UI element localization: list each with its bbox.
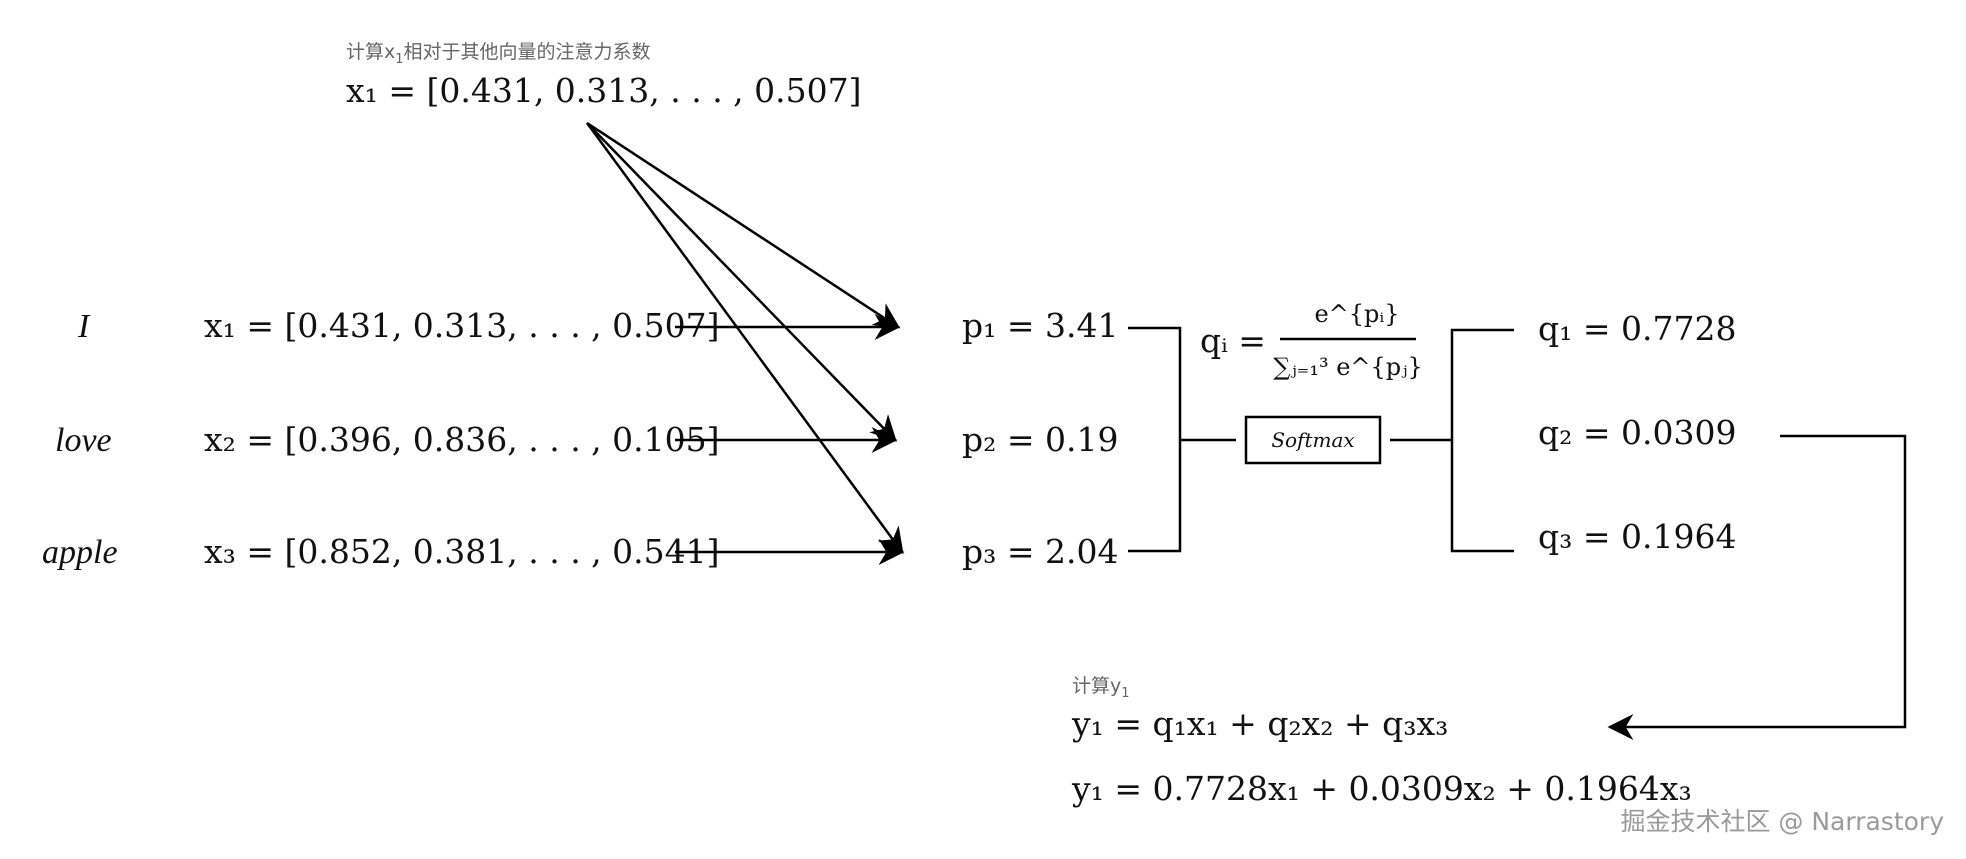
result-caption: 计算y1 xyxy=(1072,675,1130,701)
input-word-3: apple xyxy=(42,534,118,571)
top-caption: 计算x1相对于其他向量的注意力系数 xyxy=(346,41,651,67)
input-vector-1: x₁ = [0.431, 0.313, . . . , 0.507] xyxy=(204,306,720,345)
input-word-2: love xyxy=(55,422,112,459)
softmax-formula-lhs: qᵢ = xyxy=(1200,321,1266,360)
score-p2: p₂ = 0.19 xyxy=(962,420,1118,459)
score-p3: p₃ = 2.04 xyxy=(962,532,1118,571)
input-vector-2: x₂ = [0.396, 0.836, . . . , 0.105] xyxy=(204,420,720,459)
arrow-top-to-p1 xyxy=(586,121,901,329)
softmax-label: Softmax xyxy=(1271,428,1354,452)
result-substituted: y₁ = 0.7728x₁ + 0.0309x₂ + 0.1964x₃ xyxy=(1071,769,1692,808)
result-formula: y₁ = q₁x₁ + q₂x₂ + q₃x₃ xyxy=(1071,704,1448,743)
weight-q1: q₁ = 0.7728 xyxy=(1538,309,1736,348)
score-p1: p₁ = 3.41 xyxy=(962,306,1118,345)
softmax-box xyxy=(1244,415,1382,465)
top-vector-equation: x₁ = [0.431, 0.313, . . . , 0.507] xyxy=(346,71,862,110)
input-vector-3: x₃ = [0.852, 0.381, . . . , 0.541] xyxy=(204,532,720,571)
arrow-top-to-p3 xyxy=(585,122,904,555)
softmax-denominator: ∑ⱼ₌₁³ e^{pⱼ} xyxy=(1273,353,1423,381)
scores-bracket xyxy=(1128,326,1236,553)
arrow-weights-to-result xyxy=(1607,434,1907,740)
arrow-top-to-p2 xyxy=(586,122,897,442)
input-word-1: I xyxy=(77,308,91,345)
watermark: 掘金技术社区 @ Narrastory xyxy=(1620,807,1944,836)
softmax-numerator: e^{pᵢ} xyxy=(1314,300,1399,328)
weights-bracket xyxy=(1390,328,1514,553)
weight-q2: q₂ = 0.0309 xyxy=(1538,413,1736,452)
weight-q3: q₃ = 0.1964 xyxy=(1538,517,1736,556)
